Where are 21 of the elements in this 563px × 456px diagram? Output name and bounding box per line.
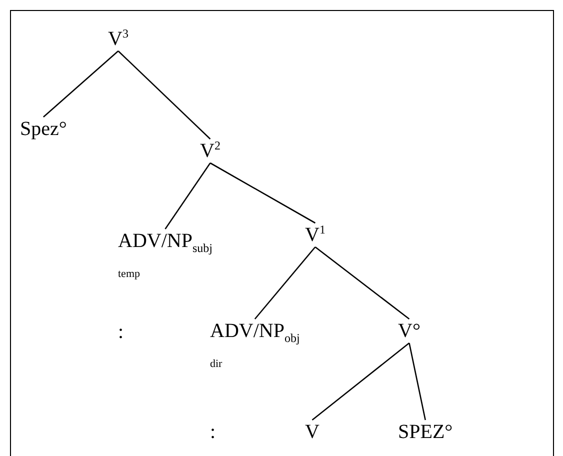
tree-node-label: ADV/NP$_{subj}$	[118, 230, 212, 252]
tree-node-label: V	[305, 421, 320, 443]
tree-branch	[164, 162, 211, 230]
tree-branch	[312, 342, 410, 420]
tree-node-label: SPEZ°	[398, 421, 453, 443]
tree-branch	[118, 50, 211, 140]
tree-node-label: V°	[398, 320, 420, 342]
ellipsis-mark: :	[210, 421, 216, 444]
tree-node-label: Spez°	[20, 118, 67, 140]
tree-branch	[408, 342, 426, 420]
tree-node-label: V$^{2}$	[200, 140, 220, 162]
tree-node-label: V$^{3}$	[108, 28, 128, 50]
feature-label: temp	[118, 268, 140, 280]
tree-node-label: V$^{1}$	[305, 224, 326, 246]
tree-branch	[254, 246, 316, 320]
feature-label: dir	[210, 358, 222, 370]
tree-branch	[210, 162, 316, 224]
tree-node-label: ADV/NP$_{obj}$	[210, 320, 300, 342]
ellipsis-mark: :	[118, 321, 124, 344]
tree-branch	[43, 50, 119, 118]
tree-branch	[314, 246, 410, 320]
